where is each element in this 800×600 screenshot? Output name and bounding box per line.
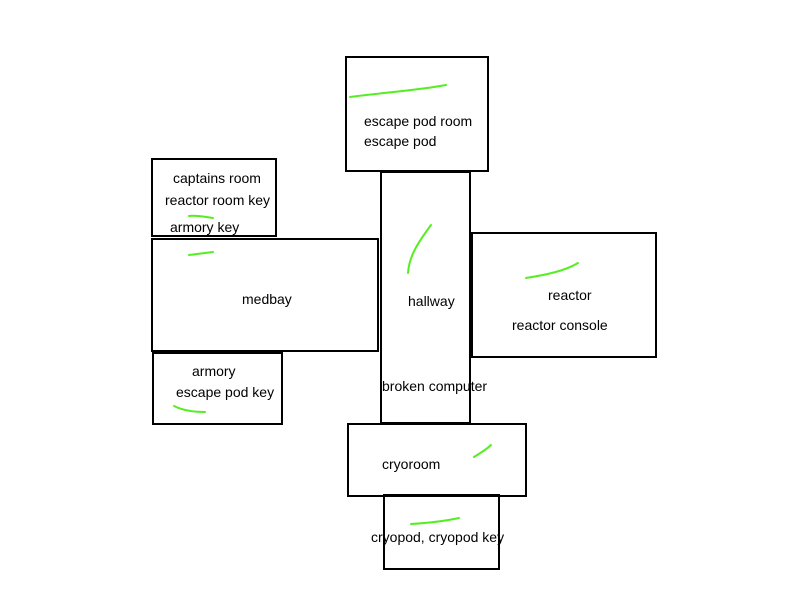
armory-key-item: armory key — [170, 219, 240, 235]
reactor-console-item: reactor console — [512, 317, 608, 333]
cryopod-cryopod-key-item: cryopod, cryopod key — [371, 529, 505, 545]
reactor-room-key-item: reactor room key — [165, 192, 271, 208]
room-cryoroom — [347, 423, 527, 497]
reactor-label: reactor — [548, 287, 592, 303]
escape-pod-key-item: escape pod key — [176, 384, 275, 400]
hallway-label: hallway — [408, 293, 455, 309]
room-reactor — [471, 232, 657, 358]
medbay-label: medbay — [242, 291, 292, 307]
room-cryopod — [383, 494, 500, 570]
room-captains-room — [151, 158, 277, 237]
escape-pod-room-label: escape pod room — [364, 113, 473, 129]
room-armory — [152, 352, 283, 425]
broken-computer-item: broken computer — [382, 378, 488, 394]
room-medbay — [151, 238, 379, 352]
armory-label: armory — [192, 363, 236, 379]
cryoroom-label: cryoroom — [382, 456, 441, 472]
captains-room-label: captains room — [173, 170, 261, 186]
escape-pod-item: escape pod — [364, 133, 437, 149]
